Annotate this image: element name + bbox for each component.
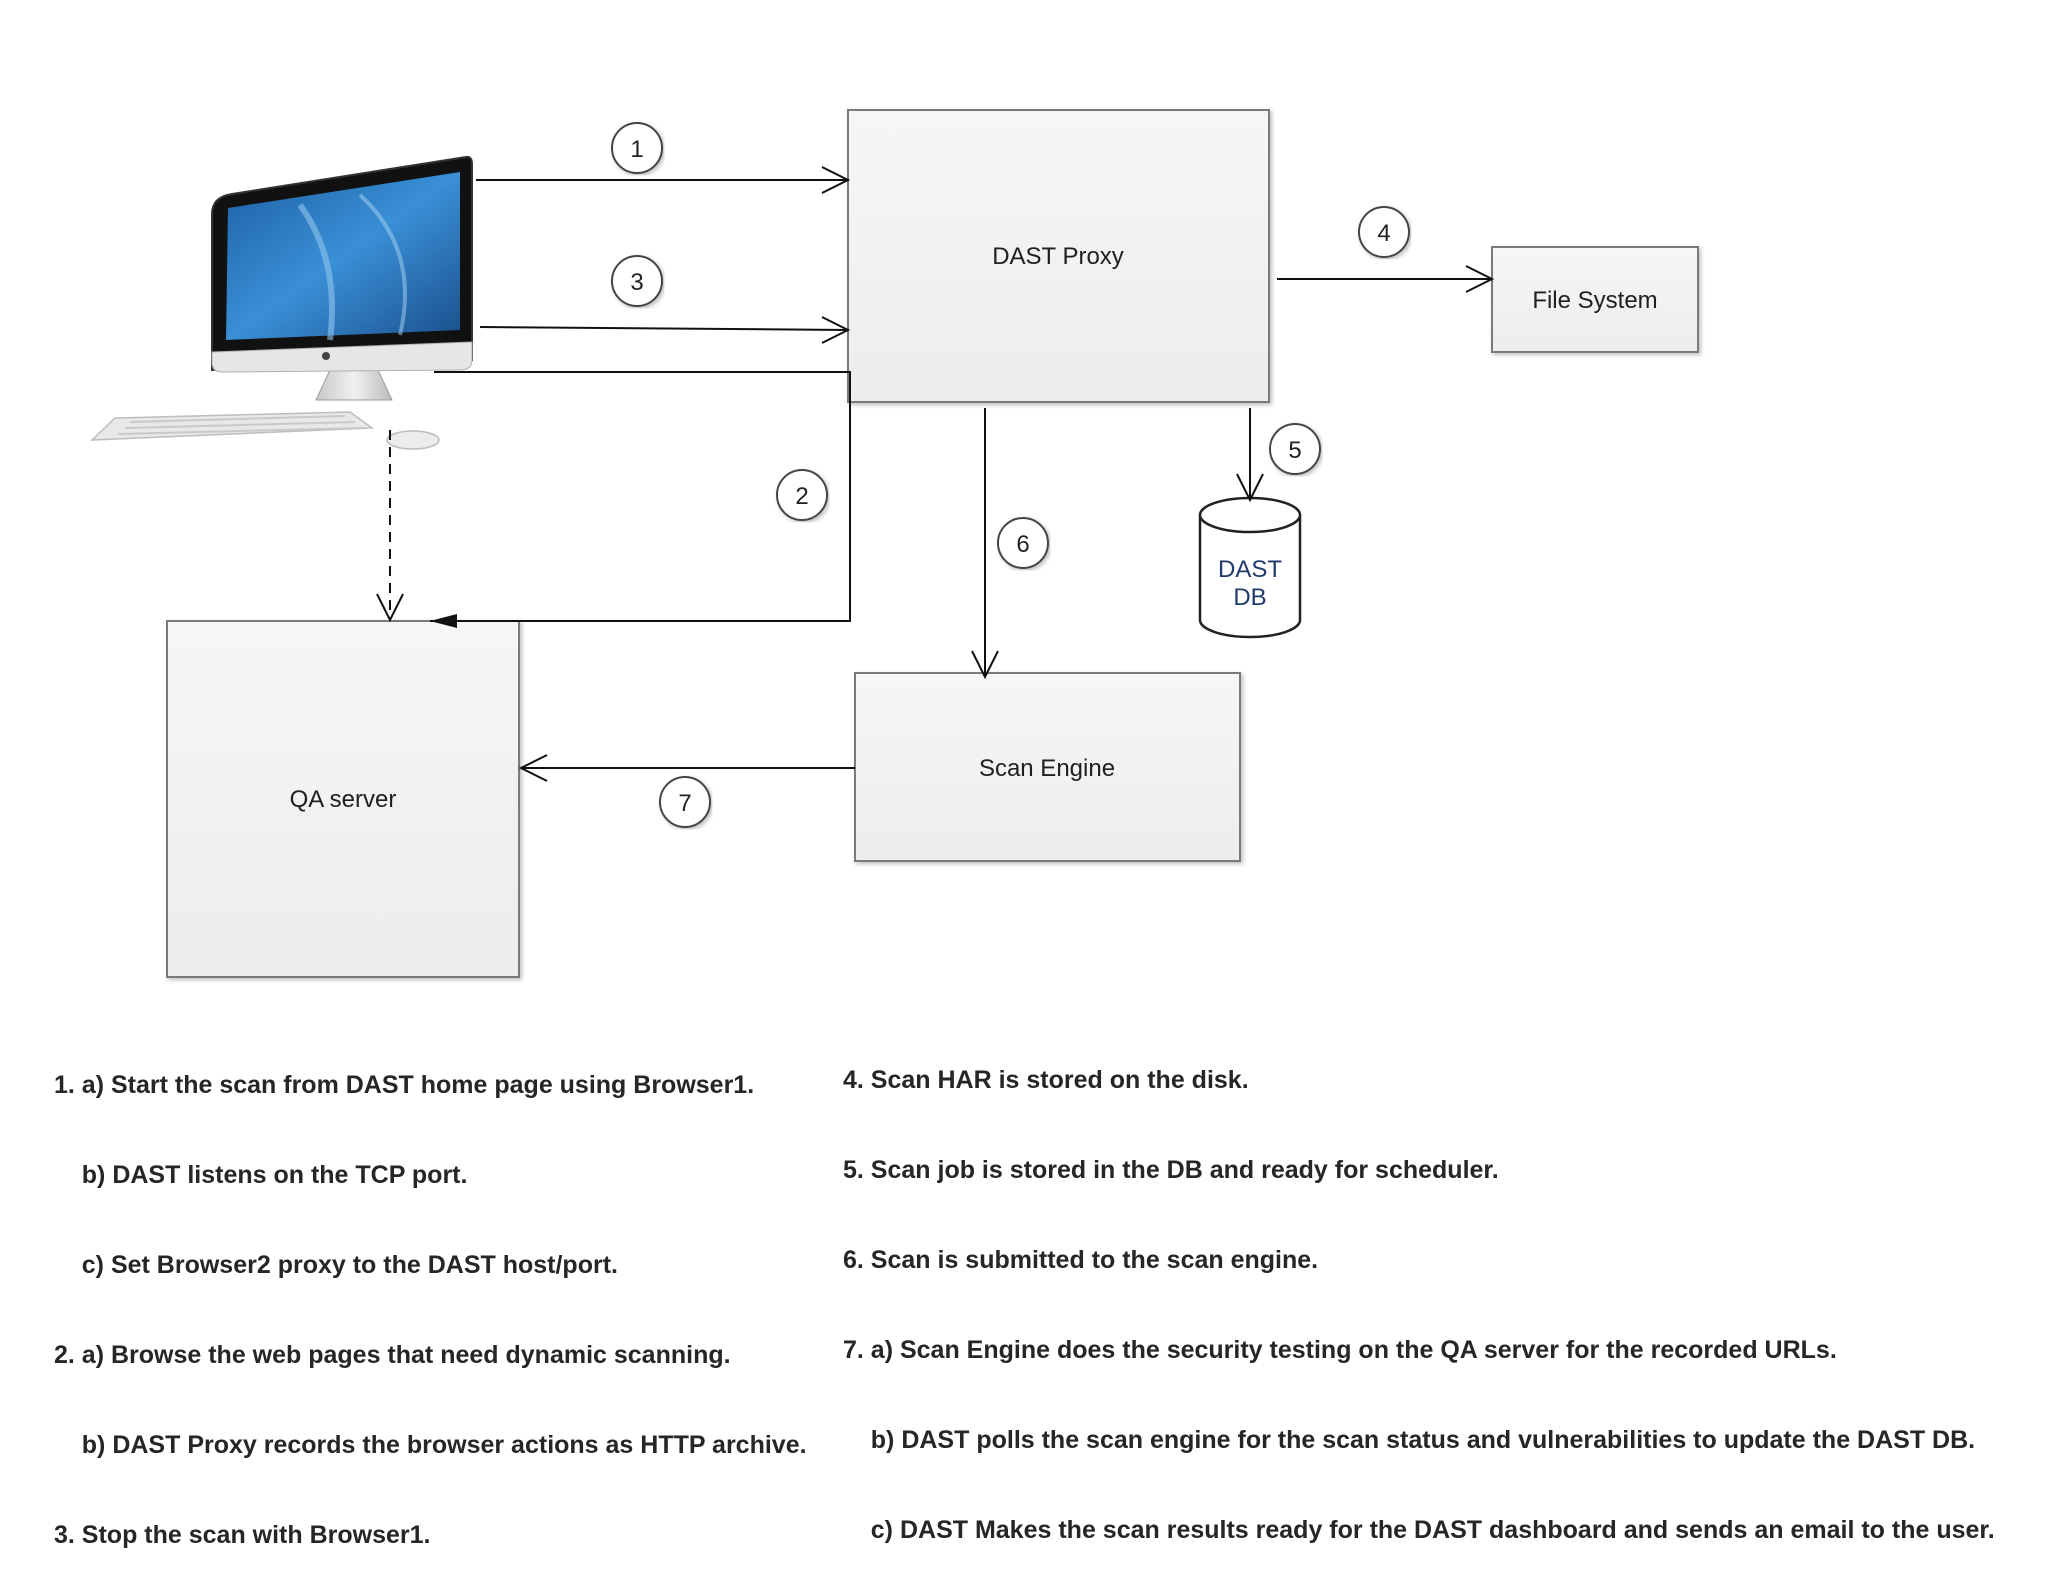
- note-line: c) Set Browser2 proxy to the DAST host/p…: [54, 1251, 618, 1279]
- note-line: 5. Scan job is stored in the DB and read…: [843, 1156, 1499, 1184]
- step-badge-5: 5: [1269, 423, 1321, 475]
- step-badge-2: 2: [776, 469, 828, 521]
- step-badge-6-label: 6: [1016, 531, 1029, 558]
- database-cylinder-icon: DAST DB: [1198, 496, 1302, 639]
- step-badge-1-label: 1: [630, 136, 643, 163]
- dast-db-label-line2: DB: [1233, 584, 1266, 611]
- architecture-diagram: DAST Proxy File System QA server Scan En…: [90, 109, 1699, 978]
- dast-proxy-box: DAST Proxy: [847, 109, 1270, 403]
- step-badge-3: 3: [611, 255, 663, 307]
- step-badge-5-label: 5: [1288, 437, 1301, 464]
- note-line: 3. Stop the scan with Browser1.: [54, 1521, 431, 1549]
- note-line: 2. a) Browse the web pages that need dyn…: [54, 1341, 731, 1369]
- notes-left: 1. a) Start the scan from DAST home page…: [54, 1010, 807, 1580]
- note-line: 6. Scan is submitted to the scan engine.: [843, 1246, 1319, 1274]
- note-line: 1. a) Start the scan from DAST home page…: [54, 1071, 755, 1099]
- arrowhead-step-6: [971, 650, 999, 680]
- arrow-step-3: [479, 326, 849, 331]
- step-badge-4: 4: [1358, 206, 1410, 258]
- arrowhead-step-1: [821, 166, 851, 194]
- dast-db-label-line1: DAST: [1218, 556, 1282, 583]
- note-line: 7. a) Scan Engine does the security test…: [843, 1336, 1837, 1364]
- note-line: c) DAST Makes the scan results ready for…: [843, 1516, 1995, 1544]
- note-line: 4. Scan HAR is stored on the disk.: [843, 1066, 1249, 1094]
- step-badge-7: 7: [659, 776, 711, 828]
- connector-lines: [376, 166, 1495, 782]
- step-badge-7-label: 7: [678, 790, 691, 817]
- scan-engine-box: Scan Engine: [854, 672, 1241, 862]
- note-line: b) DAST polls the scan engine for the sc…: [843, 1426, 1976, 1454]
- file-system-box: File System: [1491, 246, 1699, 353]
- arrowhead-step-5: [1236, 473, 1264, 503]
- note-line: b) DAST listens on the TCP port.: [54, 1161, 468, 1189]
- step-badge-1: 1: [611, 122, 663, 174]
- arrowhead-step-7: [518, 754, 548, 782]
- scan-engine-label: Scan Engine: [979, 755, 1115, 782]
- file-system-label: File System: [1532, 287, 1657, 314]
- qa-server-label: QA server: [290, 786, 397, 813]
- dashed-arrowhead-browser2: [376, 593, 404, 623]
- arrowhead-step-4: [1465, 265, 1495, 293]
- note-line: b) DAST Proxy records the browser action…: [54, 1431, 807, 1459]
- arrow-step-2: [430, 371, 851, 622]
- qa-server-box: QA server: [166, 620, 520, 978]
- arrowhead-step-3: [821, 316, 851, 344]
- notes-right: 4. Scan HAR is stored on the disk. 5. Sc…: [843, 1005, 1995, 1575]
- step-badge-6: 6: [997, 517, 1049, 569]
- dast-proxy-label: DAST Proxy: [992, 243, 1124, 270]
- desktop-computer-icon: [90, 155, 473, 450]
- arrowhead-step-2: [430, 614, 457, 628]
- step-badge-4-label: 4: [1377, 220, 1390, 247]
- step-badge-2-label: 2: [795, 483, 808, 510]
- step-badge-3-label: 3: [630, 269, 643, 296]
